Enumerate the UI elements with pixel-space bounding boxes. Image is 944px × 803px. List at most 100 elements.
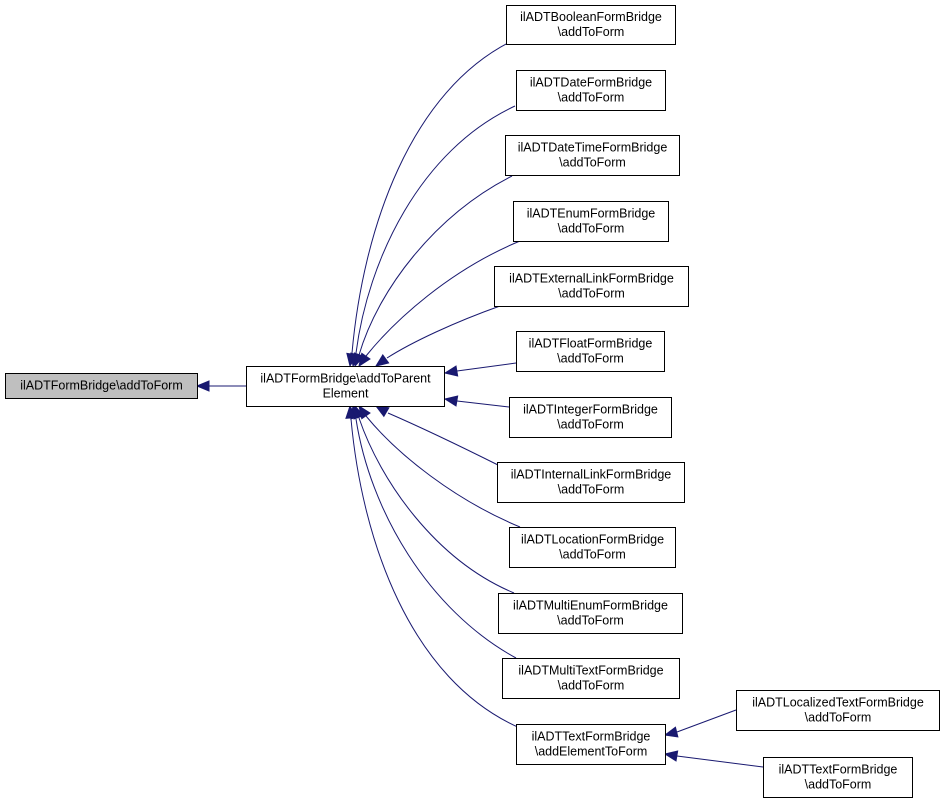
node-box: [509, 527, 676, 568]
node-label-line: ilADTBooleanFormBridge: [520, 10, 662, 24]
edge-line: [365, 240, 521, 357]
node-box: [498, 593, 683, 634]
node-label-line: \addToForm: [558, 482, 625, 496]
edges-layer: [195, 39, 764, 768]
node-label-line: \addToForm: [558, 25, 625, 39]
edge-line: [386, 305, 501, 359]
node-label-line: ilADTFloatFormBridge: [529, 336, 653, 350]
node-box: [736, 690, 940, 731]
node-label-line: ilADTTextFormBridge: [779, 762, 898, 776]
node-box: [516, 70, 666, 111]
node-textelem[interactable]: ilADTTextFormBridge\addElementToForm: [516, 724, 666, 765]
edge-arrowhead: [374, 353, 390, 367]
edge-line: [358, 417, 515, 594]
edge-arrowhead: [663, 750, 679, 762]
node-label-line: Element: [323, 386, 369, 400]
node-label-line: \addToForm: [559, 155, 626, 169]
node-label-line: ilADTFormBridge\addToParent: [260, 371, 431, 385]
edge-line: [350, 418, 521, 729]
node-box: [502, 658, 680, 699]
node-label-line: ilADTLocationFormBridge: [521, 532, 664, 546]
node-multitext[interactable]: ilADTMultiTextFormBridge\addToForm: [502, 658, 680, 699]
edge-arrowhead: [443, 395, 459, 407]
edge-float-parent: [443, 362, 517, 377]
node-box: [5, 373, 198, 399]
node-multienum[interactable]: ilADTMultiEnumFormBridge\addToForm: [498, 593, 683, 634]
node-label-line: \addToForm: [805, 710, 872, 724]
node-loctext[interactable]: ilADTLocalizedTextFormBridge\addToForm: [736, 690, 940, 731]
edge-text-textelem: [663, 750, 764, 768]
node-label-line: ilADTTextFormBridge: [532, 729, 651, 743]
node-label-line: ilADTDateTimeFormBridge: [518, 140, 668, 154]
node-label-line: ilADTMultiEnumFormBridge: [513, 598, 668, 612]
node-box: [763, 757, 913, 798]
node-label-line: ilADTExternalLinkFormBridge: [509, 271, 674, 285]
node-label-line: \addToForm: [557, 417, 624, 431]
edge-arrowhead: [663, 726, 679, 738]
edge-line: [358, 175, 513, 356]
node-enum[interactable]: ilADTEnumFormBridge\addToForm: [513, 201, 669, 242]
edge-date-parent: [350, 105, 516, 368]
node-box: [516, 724, 666, 765]
node-label-line: ilADTEnumFormBridge: [527, 206, 656, 220]
node-integer[interactable]: ilADTIntegerFormBridge\addToForm: [509, 397, 672, 438]
node-label-line: \addToForm: [558, 221, 625, 235]
node-box: [513, 201, 669, 242]
node-label-line: \addToForm: [557, 351, 624, 365]
node-intlink[interactable]: ilADTInternalLinkFormBridge\addToForm: [497, 462, 685, 503]
edge-enum-parent: [358, 240, 521, 368]
edge-arrowhead: [443, 365, 459, 377]
edge-arrowhead: [374, 405, 390, 418]
edge-boolean-parent: [346, 39, 515, 368]
edge-line: [355, 418, 517, 659]
node-label-line: \addToForm: [557, 613, 624, 627]
edge-loctext-textelem: [663, 709, 737, 738]
node-label-line: ilADTIntegerFormBridge: [523, 402, 658, 416]
node-label-line: \addToForm: [558, 678, 625, 692]
edge-parent-root: [195, 380, 246, 392]
node-label-line: \addToForm: [805, 777, 872, 791]
node-root[interactable]: ilADTFormBridge\addToForm: [5, 373, 198, 399]
node-label-line: \addElementToForm: [535, 744, 648, 758]
nodes-layer: ilADTFormBridge\addToForm ilADTFormBridge…: [5, 5, 940, 798]
edge-arrowhead: [358, 352, 371, 368]
edge-multitext-parent: [350, 404, 517, 659]
edge-integer-parent: [443, 395, 510, 408]
edge-arrowhead: [345, 404, 357, 419]
node-label-line: ilADTInternalLinkFormBridge: [511, 467, 672, 481]
node-box: [246, 366, 445, 407]
node-label-line: \addToForm: [558, 286, 625, 300]
node-location[interactable]: ilADTLocationFormBridge\addToForm: [509, 527, 676, 568]
edge-intlink-parent: [374, 405, 501, 467]
node-datetime[interactable]: ilADTDateTimeFormBridge\addToForm: [505, 135, 680, 176]
edge-line: [355, 105, 516, 354]
edge-extlink-parent: [374, 305, 501, 367]
edge-datetime-parent: [353, 175, 513, 368]
node-date[interactable]: ilADTDateFormBridge\addToForm: [516, 70, 666, 111]
node-label-line: ilADTDateFormBridge: [530, 75, 652, 89]
node-label-line: ilADTLocalizedTextFormBridge: [752, 695, 924, 709]
node-extlink[interactable]: ilADTExternalLinkFormBridge\addToForm: [494, 266, 689, 307]
node-box: [497, 462, 685, 503]
node-box: [505, 135, 680, 176]
edge-line: [351, 39, 515, 354]
node-label-line: \addToForm: [558, 90, 625, 104]
node-boolean[interactable]: ilADTBooleanFormBridge\addToForm: [506, 5, 676, 45]
edge-arrowhead: [195, 380, 210, 392]
edge-line: [387, 412, 501, 467]
edge-textelem-parent: [345, 404, 521, 729]
edge-line: [676, 755, 764, 768]
node-box: [506, 5, 676, 45]
node-label-line: ilADTMultiTextFormBridge: [518, 663, 663, 677]
edge-line: [365, 415, 521, 528]
node-label-line: ilADTFormBridge\addToForm: [20, 378, 183, 392]
node-box: [516, 331, 665, 372]
node-box: [509, 397, 672, 438]
node-label-line: \addToForm: [559, 547, 626, 561]
node-text[interactable]: ilADTTextFormBridge\addToForm: [763, 757, 913, 798]
edge-line: [456, 400, 510, 408]
edge-line: [676, 709, 737, 733]
node-float[interactable]: ilADTFloatFormBridge\addToForm: [516, 331, 665, 372]
